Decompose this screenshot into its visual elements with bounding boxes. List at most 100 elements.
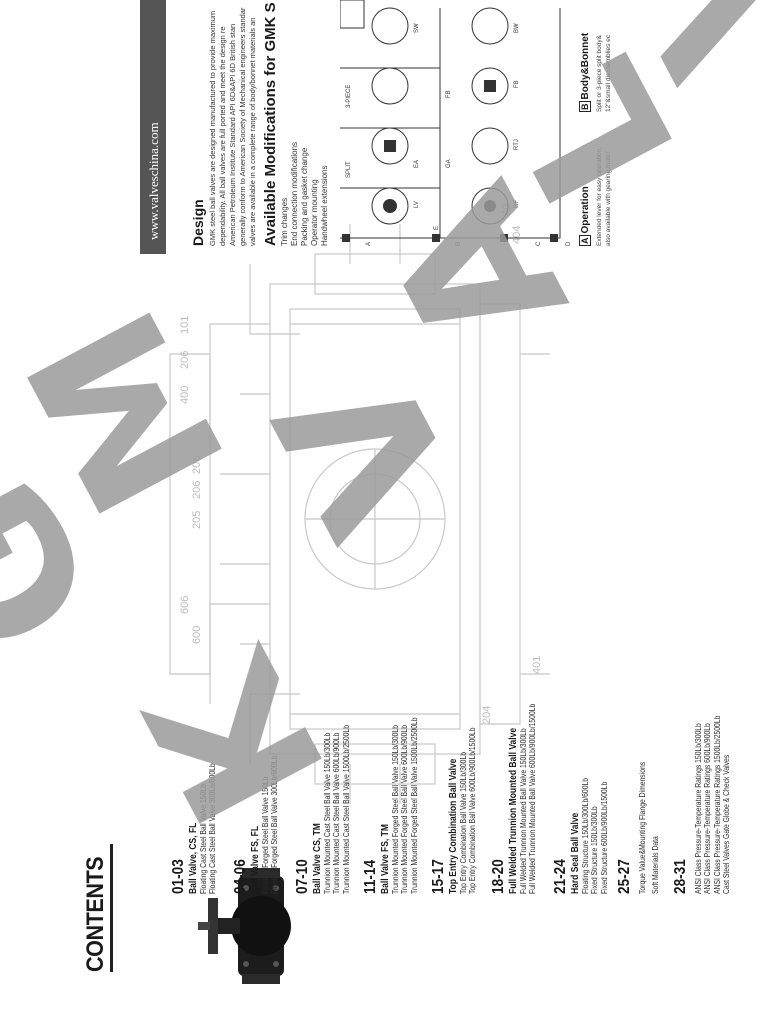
contents-section: 07-10 Ball Valve CS, TM Trunnion Mounted… bbox=[294, 695, 351, 894]
part-number-label: 401 bbox=[531, 656, 543, 674]
body-bonnet-text: Split or 3-piece split body& 12"&small d… bbox=[596, 35, 613, 112]
section-item: Trunnion Mounted Cast Steel Ball Valve 1… bbox=[323, 732, 332, 894]
contents-section: 21-24 Hard Seal Ball Valve Floating Stru… bbox=[552, 757, 609, 894]
page-range: 18-20 bbox=[490, 859, 507, 894]
section-item: Top Entry Combination Ball Valve 150Lb/3… bbox=[459, 751, 468, 894]
section-title: Top Entry Combination Ball Valve bbox=[448, 758, 459, 894]
heading-rule bbox=[110, 844, 113, 972]
section-item: Fixed Structure 600Lb/900Lb/1500Lb bbox=[599, 781, 609, 894]
operation-heading: AOperation bbox=[579, 186, 591, 246]
contents-section: 18-20 Full Welded Trunnion Mounted Ball … bbox=[490, 670, 538, 894]
modification-item: Trim changes bbox=[280, 197, 289, 246]
part-number-label: 206 bbox=[179, 351, 191, 369]
page-range: 15-17 bbox=[430, 859, 447, 894]
ball-valve-photo bbox=[198, 868, 291, 984]
contents-section: 28-31 ANSI Class Pressure-Temperature Ra… bbox=[672, 684, 732, 894]
section-item: Floating Forged Steel Ball Valve 150Lb bbox=[261, 776, 270, 894]
page-range: 11-14 bbox=[362, 859, 379, 894]
valve-cross-section-drawing: 600606204401205206206400206101403404402 bbox=[169, 204, 550, 804]
modification-item: Handwheel extensions bbox=[320, 165, 329, 247]
section-item: Full Welded Trunnion Mounted Ball Valve … bbox=[528, 703, 538, 894]
detail-label: FB bbox=[514, 80, 520, 88]
section-item: Floating Cast Steel Ball Valve 150Lb bbox=[199, 784, 208, 894]
body-bonnet-line: Split or 3-piece split body& bbox=[596, 35, 603, 112]
section-title: Ball Valve, CS, FL bbox=[188, 822, 199, 894]
detail-label: FB bbox=[446, 90, 452, 98]
section-item: Trunnion Mounted Forged Steel Ball Valve… bbox=[409, 717, 419, 894]
part-number-label: 404 bbox=[511, 226, 523, 244]
body-bonnet-title: Body&Bonnet bbox=[580, 32, 591, 100]
detail-label: E bbox=[434, 226, 440, 230]
detail-label: RTJ bbox=[514, 139, 520, 150]
website-url: www.valveschina.com bbox=[146, 122, 161, 240]
section-item: ANSI Class Pressure-Temperature Ratings … bbox=[703, 723, 713, 894]
section-item: Floating Structure 150Lb/300Lb/600Lb bbox=[581, 777, 590, 894]
design-heading: Design bbox=[190, 199, 206, 246]
detail-label: D bbox=[566, 241, 570, 246]
section-title: Full Welded Trunnion Mounted Ball Valve bbox=[508, 727, 519, 894]
modification-item: End connection modifications bbox=[290, 141, 299, 246]
section-item: Full Welded Trunnion Mounted Ball Valve … bbox=[519, 728, 528, 894]
modification-item: Operator mounting bbox=[310, 179, 319, 246]
detail-label: A bbox=[366, 242, 372, 246]
page-range: 21-24 bbox=[552, 859, 569, 894]
design-line: dependability. All ball valves are full … bbox=[218, 26, 227, 246]
operation-line: Extended lever for easy operation, bbox=[596, 146, 603, 246]
section-item: ANSI Class Pressure-Temperature Ratings … bbox=[694, 723, 703, 894]
detail-label: EA bbox=[414, 160, 420, 168]
detail-label: SPLIT bbox=[346, 161, 352, 178]
section-item: Fixed Structure 150Lb/300Lb bbox=[590, 806, 600, 894]
body-bonnet-line: 12"&small diassemblies ec bbox=[604, 34, 612, 112]
part-number-label: 206 bbox=[191, 481, 203, 499]
section-item: Floating Forged Steel Ball Valve 300Lb/6… bbox=[270, 755, 280, 894]
part-number-label: 204 bbox=[481, 706, 493, 724]
detail-label: SW bbox=[414, 23, 420, 33]
section-item: Top Entry Combination Ball Valve 600Lb/9… bbox=[468, 727, 478, 894]
detail-label: BW bbox=[514, 23, 520, 33]
design-line: valves are available in a complete range… bbox=[248, 17, 257, 246]
section-item: Trunnion Mounted Cast Steel Ball Valve 6… bbox=[332, 732, 342, 894]
section-item: Cast Steel Valves Gate Globe & Check Val… bbox=[722, 754, 732, 894]
section-item: Torque Value&Mounting Flange Dimensions bbox=[638, 761, 647, 894]
design-line: American Petroleum Institute Standard AP… bbox=[228, 23, 237, 246]
contents-heading: CONTENTS bbox=[82, 856, 109, 972]
section-item: Trunnion Mounted Forged Steel Ball Valve… bbox=[391, 725, 400, 894]
design-line: generally conform to American Society of… bbox=[238, 7, 247, 246]
detail-label: RF bbox=[514, 200, 520, 208]
section-title: Ball Valve FS, FL bbox=[250, 825, 261, 894]
modification-item: Packing and gasket change bbox=[300, 147, 309, 246]
section-item: Trunnion Mounted Forged Steel Ball Valve… bbox=[400, 725, 410, 894]
part-number-label: 600 bbox=[191, 626, 203, 644]
detail-label: B bbox=[456, 242, 462, 246]
part-number-label: 402 bbox=[501, 204, 513, 216]
design-line: GMK steel ball valves are designed manuf… bbox=[208, 10, 217, 246]
contents-section: 01-03 Ball Valve, CS, FL Floating Cast S… bbox=[170, 740, 218, 894]
contents-section: 04-06 Ball Valve FS, FL Floating Forged … bbox=[232, 731, 280, 894]
section-title: Ball Valve FS, TM bbox=[380, 824, 391, 894]
section-title: Hard Seal Ball Valve bbox=[570, 812, 581, 894]
contents-section: 11-14 Ball Valve FS, TM Trunnion Mounted… bbox=[362, 686, 419, 894]
page-range: 28-31 bbox=[672, 859, 689, 894]
detail-label: 3-PIECE bbox=[346, 85, 352, 108]
detail-label: GA bbox=[446, 159, 452, 168]
design-paragraph: GMK steel ball valves are designed manuf… bbox=[208, 0, 258, 246]
section-item: Trunnion Mounted Cast Steel Ball Valve 1… bbox=[341, 725, 351, 894]
section-item: ANSI Class Pressure-Temperature Ratings … bbox=[712, 715, 722, 894]
page-range: 04-06 bbox=[232, 859, 249, 894]
page-range: 01-03 bbox=[170, 859, 187, 894]
body-bonnet-letter: B bbox=[579, 101, 591, 112]
detail-label: C bbox=[536, 241, 542, 246]
section-item: Floating Cast Steel Ball Valve 300Lb/600… bbox=[208, 763, 218, 894]
page-range: 07-10 bbox=[294, 859, 311, 894]
section-title: Ball Valve CS, TM bbox=[312, 823, 323, 894]
contents-section: 15-17 Top Entry Combination Ball Valve T… bbox=[430, 698, 478, 894]
part-number-label: 206 bbox=[191, 456, 203, 474]
operation-letter: A bbox=[579, 235, 591, 246]
contents-section: 25-27 Torque Value&Mounting Flange Dimen… bbox=[616, 739, 661, 894]
website-banner: www.valveschina.com bbox=[140, 0, 166, 254]
modifications-heading: Available Modifications for GMK S bbox=[262, 2, 279, 246]
modifications-list: Trim changes End connection modification… bbox=[280, 142, 330, 246]
watermark-letter: E bbox=[704, 0, 768, 7]
